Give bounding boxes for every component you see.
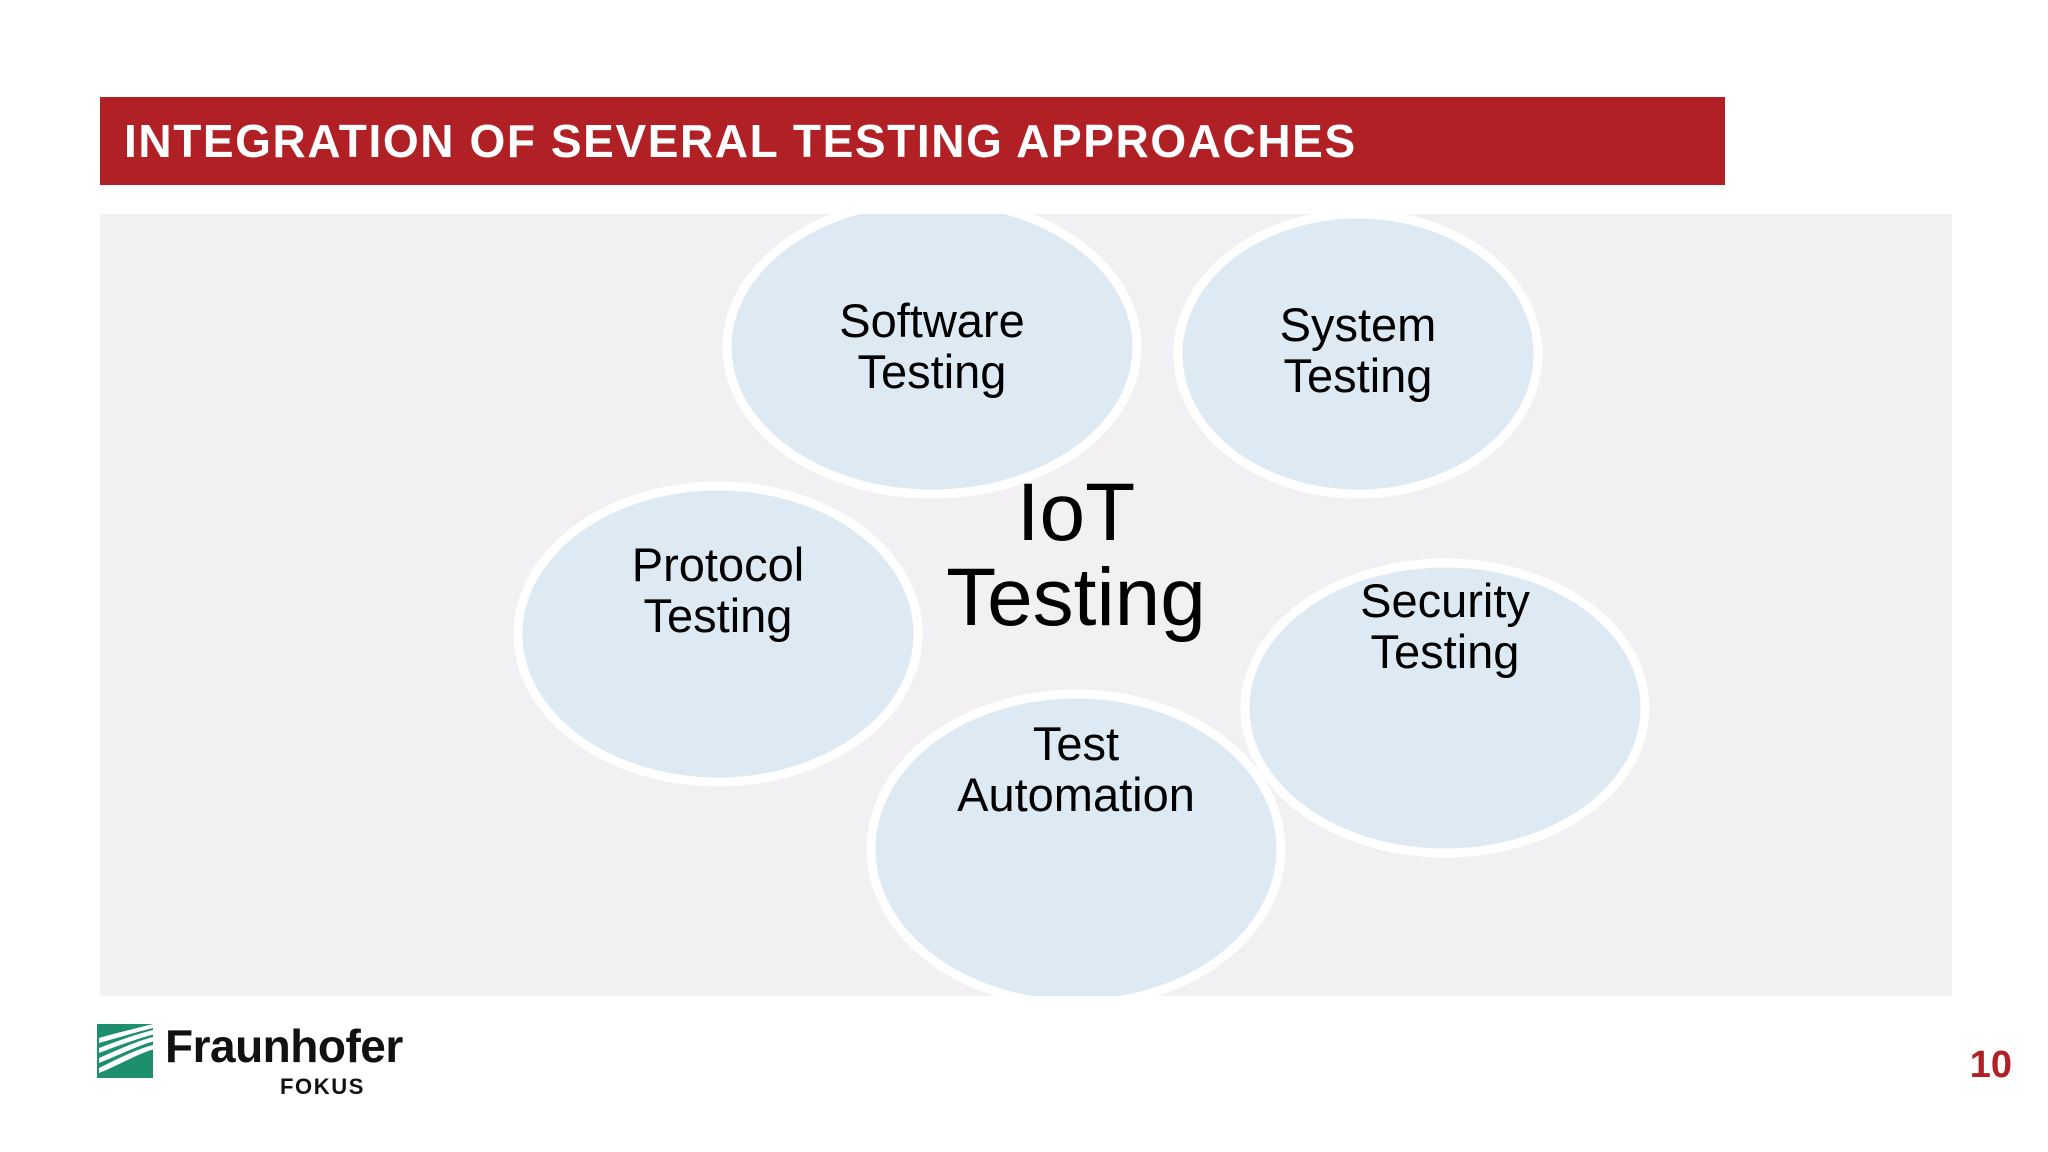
slide-title-bar: INTEGRATION OF SEVERAL TESTING APPROACHE… [100, 97, 1725, 185]
fraunhofer-logo-icon [97, 1024, 153, 1078]
page-title: INTEGRATION OF SEVERAL TESTING APPROACHE… [124, 115, 1357, 167]
ellipse-security-testing[interactable] [1240, 558, 1650, 858]
fraunhofer-subbrand: FOKUS [280, 1074, 365, 1099]
ellipse-protocol-testing[interactable] [513, 481, 923, 787]
ellipse-software-testing[interactable] [722, 200, 1142, 499]
fraunhofer-wordmark: Fraunhofer [165, 1020, 403, 1072]
ellipse-test-automation[interactable] [866, 689, 1286, 1004]
page-number: 10 [1969, 1044, 2012, 1086]
ellipse-system-testing[interactable] [1173, 214, 1543, 499]
venn-diagram-svg [513, 214, 1650, 1004]
fraunhofer-logo: Fraunhofer FOKUS [97, 1020, 403, 1108]
